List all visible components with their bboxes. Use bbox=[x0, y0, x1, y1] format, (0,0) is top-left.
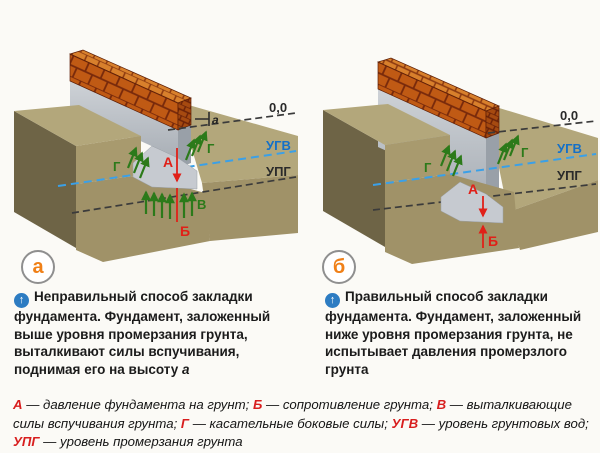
legend-term: А bbox=[13, 397, 23, 412]
frost-label-b: УПГ bbox=[557, 168, 582, 183]
force-A-label-b: А bbox=[468, 181, 478, 197]
lateral-arrows-right-a bbox=[184, 130, 208, 161]
legend-def: — выталкивающие силы вспучивания грунта; bbox=[13, 397, 572, 431]
zero-level-label-b: 0,0 bbox=[560, 108, 578, 123]
frost-label-a: УПГ bbox=[266, 164, 291, 179]
lateral-arrows-right-b bbox=[496, 134, 520, 165]
soil-right-top-b bbox=[486, 104, 598, 212]
panel-a-badge: а bbox=[21, 250, 55, 284]
groundwater-label-b: УГВ bbox=[557, 141, 582, 156]
caption-a: ↑Неправильный способ закладки фундамента… bbox=[14, 288, 277, 378]
panel-a-letter: а bbox=[32, 256, 44, 278]
up-arrow-icon: ↑ bbox=[325, 293, 340, 309]
caption-b: ↑Правильный способ закладки фундамента. … bbox=[325, 288, 583, 378]
zero-level-line-b bbox=[487, 120, 597, 134]
force-G-right-label-b: Г bbox=[521, 145, 529, 160]
diagram-a: 0,0 УГВ УПГ а А Б В Г Г bbox=[14, 49, 298, 262]
heave-arrows-a bbox=[141, 190, 197, 219]
legend-def: — уровень грунтовых вод; bbox=[418, 415, 589, 431]
legend-term: Г bbox=[180, 415, 190, 431]
force-V-label-a: В bbox=[197, 197, 206, 212]
dimension-a-bracket bbox=[195, 112, 210, 126]
terrace-front-b bbox=[385, 135, 450, 183]
legend-def: — сопротивление грунта; bbox=[262, 397, 437, 412]
legend-term: УПГ bbox=[13, 434, 40, 449]
groundwater-label-a: УГВ bbox=[266, 138, 291, 153]
lateral-arrows-left-b bbox=[439, 144, 463, 177]
caption-a-text: Неправильный способ закладки фундамента.… bbox=[14, 289, 271, 377]
soil-right-front-b bbox=[508, 180, 598, 250]
legend-def: — давление фундамента на грунт; bbox=[22, 397, 253, 412]
soil-right-front-a bbox=[202, 175, 298, 241]
force-B-label-a: Б bbox=[180, 223, 190, 239]
zero-level-label-a: 0,0 bbox=[269, 100, 287, 115]
force-G-left-label-a: Г bbox=[113, 159, 121, 174]
soil-left-face-a bbox=[14, 111, 76, 248]
terrace-front-a bbox=[76, 136, 141, 184]
force-A-label-a: А bbox=[163, 154, 173, 170]
brick-wall-a bbox=[69, 49, 192, 131]
lateral-arrows-left-a bbox=[126, 146, 150, 179]
panel-b-letter: б bbox=[332, 256, 346, 278]
caption-a-dim: а bbox=[182, 361, 190, 377]
legend-def: — уровень промерзания грунта bbox=[39, 434, 243, 449]
legend-term: Б bbox=[252, 397, 263, 412]
brick-wall-b bbox=[377, 57, 500, 139]
up-arrow-icon: ↑ bbox=[14, 293, 29, 309]
soil-left-face-b bbox=[323, 110, 385, 247]
diagram-b: 0,0 УГВ УПГ А Б Г Г bbox=[323, 57, 598, 264]
legend-term: УГВ bbox=[391, 415, 419, 431]
caption-b-text: Правильный способ закладки фундамента. Ф… bbox=[325, 289, 582, 377]
terrace-top-b bbox=[323, 104, 450, 145]
force-G-left-label-b: Г bbox=[424, 160, 432, 175]
legend-def: — касательные боковые силы; bbox=[189, 415, 392, 431]
groundwater-line-b bbox=[372, 153, 597, 186]
legend: А — давление фундамента на грунт; Б — со… bbox=[13, 396, 591, 452]
concrete-wall-a bbox=[70, 81, 178, 158]
force-B-label-b: Б bbox=[488, 233, 498, 249]
dimension-a-label: а bbox=[212, 113, 219, 127]
legend-term: В bbox=[436, 397, 447, 412]
force-G-right-label-a: Г bbox=[207, 141, 215, 156]
soil-right-top-a bbox=[178, 102, 298, 183]
terrace-top-a bbox=[14, 105, 141, 146]
footing-b bbox=[440, 181, 504, 224]
panel-b-badge: б bbox=[322, 250, 356, 284]
